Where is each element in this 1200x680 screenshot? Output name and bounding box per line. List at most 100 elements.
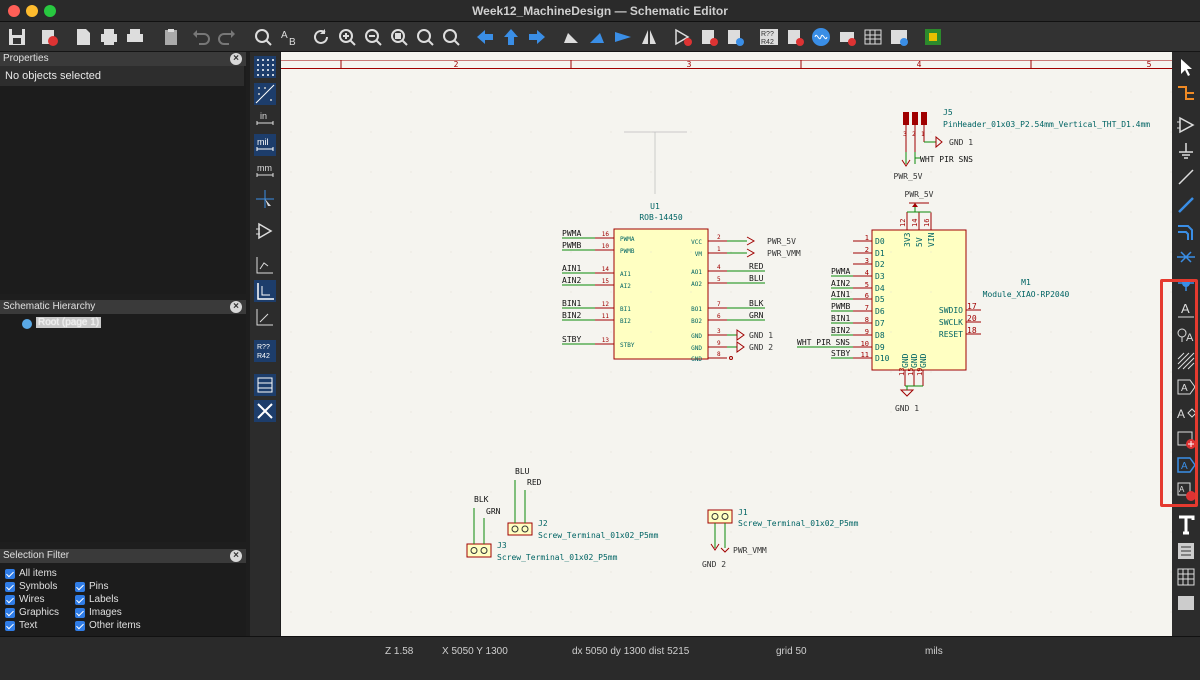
add-junction-icon[interactable] bbox=[1175, 272, 1197, 294]
annotate-icon[interactable] bbox=[672, 26, 694, 48]
add-no-connect-icon[interactable] bbox=[1175, 246, 1197, 268]
j1-gnd-label: GND 2 bbox=[702, 560, 726, 569]
units-mil-button[interactable]: mil bbox=[254, 134, 276, 156]
checkbox-icon[interactable] bbox=[75, 608, 85, 618]
schematic-canvas[interactable]: 2 3 4 5 U1 ROB-14450 M1 Module_XIAO-RP20… bbox=[281, 52, 1172, 636]
navigate-back-icon[interactable] bbox=[474, 26, 496, 48]
navigate-up-icon[interactable] bbox=[500, 26, 522, 48]
zoom-in-icon[interactable] bbox=[336, 26, 358, 48]
line-angle-45-icon[interactable] bbox=[254, 306, 276, 328]
save-icon[interactable] bbox=[6, 26, 28, 48]
close-hierarchy-icon[interactable]: × bbox=[230, 301, 242, 313]
add-rule-area-icon[interactable] bbox=[1175, 350, 1197, 372]
navigate-forward-icon[interactable] bbox=[526, 26, 548, 48]
u1-body[interactable] bbox=[613, 228, 709, 360]
close-selection-filter-icon[interactable]: × bbox=[230, 550, 242, 562]
add-wire-icon[interactable] bbox=[1175, 194, 1197, 216]
m1-xiao-module-symbol[interactable]: M1 Module_XIAO-RP2040 bbox=[871, 229, 1070, 371]
zoom-out-icon[interactable] bbox=[362, 26, 384, 48]
checkbox-icon[interactable] bbox=[5, 595, 15, 605]
checkbox-icon[interactable] bbox=[5, 582, 15, 592]
u1-motor-driver-symbol[interactable]: U1 ROB-14450 bbox=[613, 202, 709, 360]
zoom-window-button[interactable] bbox=[44, 5, 56, 17]
zoom-fit-icon[interactable] bbox=[388, 26, 410, 48]
grid-dot bbox=[810, 611, 812, 613]
add-textbox-icon[interactable] bbox=[1175, 540, 1197, 562]
open-pcb-icon[interactable] bbox=[922, 26, 944, 48]
add-table-icon[interactable] bbox=[1175, 566, 1197, 588]
assign-footprints-icon[interactable]: R??R42 bbox=[758, 26, 780, 48]
grid-dot bbox=[490, 251, 492, 253]
table-icon[interactable] bbox=[862, 26, 884, 48]
annotations-toggle-icon[interactable]: R??R42 bbox=[254, 340, 276, 362]
undo-icon[interactable] bbox=[190, 26, 212, 48]
add-global-label-icon[interactable]: A bbox=[1175, 376, 1197, 398]
bom-icon[interactable] bbox=[888, 26, 910, 48]
line-angle-90-icon[interactable] bbox=[254, 280, 276, 302]
checkbox-icon[interactable] bbox=[75, 621, 85, 631]
plot-icon[interactable] bbox=[124, 26, 146, 48]
j1-screw-terminal-symbol[interactable]: J1 Screw_Terminal_01x02_P5mm PWR_VMM GND… bbox=[702, 508, 859, 569]
select-tool-icon[interactable] bbox=[1175, 56, 1197, 78]
grid-dot bbox=[690, 611, 692, 613]
add-net-class-icon[interactable]: A bbox=[1175, 324, 1197, 346]
add-sheet-pin-icon[interactable]: A bbox=[1175, 454, 1197, 476]
zoom-objects-icon[interactable] bbox=[414, 26, 436, 48]
footprint-editor-icon[interactable] bbox=[836, 26, 858, 48]
grid-dot bbox=[890, 131, 892, 133]
schematic-setup-icon[interactable] bbox=[38, 26, 60, 48]
checkbox-icon[interactable] bbox=[5, 608, 15, 618]
simulator-icon[interactable] bbox=[810, 26, 832, 48]
add-line-icon[interactable] bbox=[1175, 166, 1197, 188]
m1-body[interactable] bbox=[871, 229, 967, 371]
checkbox-icon[interactable] bbox=[75, 595, 85, 605]
add-rectangle-icon[interactable] bbox=[1175, 592, 1197, 614]
line-angle-free-icon[interactable] bbox=[254, 254, 276, 276]
units-inch-button[interactable]: in bbox=[254, 108, 276, 130]
grid-dot bbox=[290, 131, 292, 133]
page-settings-icon[interactable] bbox=[72, 26, 94, 48]
u1-net-label: GRN bbox=[749, 311, 764, 320]
add-power-icon[interactable] bbox=[1175, 140, 1197, 162]
j2-screw-terminal-symbol[interactable]: BLU RED J2 Screw_Terminal_01x02_P5mm bbox=[507, 467, 659, 540]
add-text-icon[interactable] bbox=[1175, 514, 1197, 536]
hidden-pins-icon[interactable] bbox=[254, 220, 276, 242]
mirror-horizontal-icon[interactable] bbox=[638, 26, 660, 48]
print-icon[interactable] bbox=[98, 26, 120, 48]
add-sheet-icon[interactable] bbox=[1175, 428, 1197, 450]
add-symbol-icon[interactable] bbox=[1175, 114, 1197, 136]
check-icon[interactable] bbox=[784, 26, 806, 48]
refresh-icon[interactable] bbox=[310, 26, 332, 48]
checkbox-icon[interactable] bbox=[5, 621, 15, 631]
close-properties-icon[interactable]: × bbox=[230, 53, 242, 65]
add-label-icon[interactable]: A bbox=[1175, 298, 1197, 320]
grid-override-icon[interactable] bbox=[254, 83, 276, 105]
find-icon[interactable] bbox=[252, 26, 274, 48]
zoom-selection-icon[interactable] bbox=[440, 26, 462, 48]
grid-toggle-icon[interactable] bbox=[254, 56, 276, 78]
checkbox-icon[interactable] bbox=[75, 582, 85, 592]
import-sheet-pin-icon[interactable]: A bbox=[1175, 480, 1197, 502]
hierarchy-navigator-icon[interactable] bbox=[254, 374, 276, 396]
erc-icon[interactable] bbox=[724, 26, 746, 48]
grid-dot bbox=[1050, 291, 1052, 293]
rotate-ccw-icon[interactable] bbox=[560, 26, 582, 48]
close-window-button[interactable] bbox=[8, 5, 20, 17]
mirror-vertical-icon[interactable] bbox=[612, 26, 634, 48]
units-mm-button[interactable]: mm bbox=[254, 160, 276, 182]
schematic-drawing[interactable]: 2 3 4 5 U1 ROB-14450 M1 Module_XIAO-RP20… bbox=[281, 52, 1172, 636]
rotate-cw-icon[interactable] bbox=[586, 26, 608, 48]
paste-icon[interactable] bbox=[160, 26, 182, 48]
highlight-net-icon[interactable] bbox=[1175, 82, 1197, 104]
properties-panel-toggle-icon[interactable] bbox=[254, 400, 276, 422]
redo-icon[interactable] bbox=[216, 26, 238, 48]
checkbox-icon[interactable] bbox=[5, 569, 15, 579]
j5-pin-header-symbol[interactable]: 3 2 1 GND 1 WHT PIR SNS PWR_5V J5 PinHea… bbox=[894, 108, 1151, 181]
cursor-crosshair-icon[interactable] bbox=[254, 188, 276, 210]
add-bus-icon[interactable] bbox=[1175, 220, 1197, 242]
symbol-fields-icon[interactable] bbox=[698, 26, 720, 48]
j3-screw-terminal-symbol[interactable]: BLK GRN J3 Screw_Terminal_01x02_P5mm bbox=[466, 495, 618, 562]
minimize-window-button[interactable] bbox=[26, 5, 38, 17]
grid-dot bbox=[1170, 331, 1172, 333]
